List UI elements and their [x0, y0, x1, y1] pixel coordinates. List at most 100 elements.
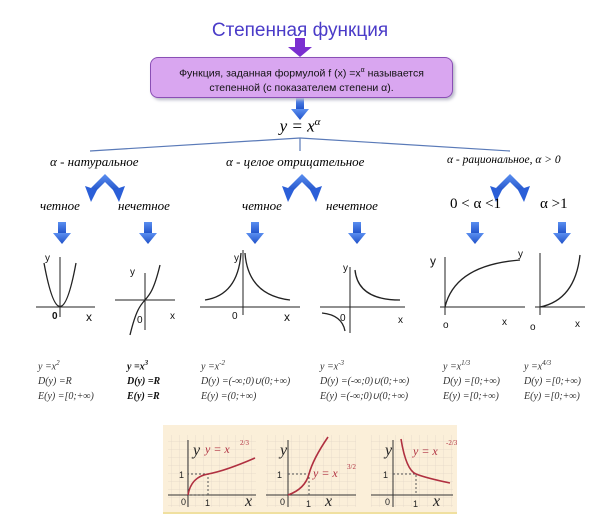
formula-domain: D(y) =(-∞;0)∪(0;+∞)	[320, 376, 410, 388]
ex2-one-y: 1	[277, 470, 282, 480]
main-formula: y = xα	[0, 116, 600, 137]
g3-origin: 0	[232, 311, 238, 322]
down-arrow-icon	[466, 222, 484, 244]
sub-odd: нечетное	[326, 198, 378, 213]
down-arrow-icon	[553, 222, 571, 244]
category-negative-integer: α - целое отрицательное	[226, 154, 365, 169]
formula-exp: -2	[219, 359, 225, 367]
ex3-formula: y = x	[412, 444, 438, 458]
down-arrow-icon	[53, 222, 71, 244]
formula-block-6: y =x4/3 D(y) =[0;+∞) E(y) =[0;+∞)	[524, 356, 581, 404]
down-arrow-icon	[246, 222, 264, 244]
page-title: Степенная функция	[211, 20, 389, 41]
down-arrow-icon	[139, 222, 157, 244]
g1-x-label: x	[86, 310, 92, 324]
example-3: y y = x -2/3 1 0 1 x	[371, 435, 458, 510]
g1-y-label: y	[45, 253, 50, 264]
main-formula-base: y = x	[279, 116, 315, 136]
ex2-x: x	[324, 493, 332, 510]
sub-alpha-between-0-1: 0 < α <1	[450, 196, 502, 212]
down-arrow-icon	[348, 222, 366, 244]
category-rational: α - рациональное, α > 0	[447, 154, 561, 166]
g4-y-label: y	[343, 263, 348, 274]
g4-x-label: x	[398, 315, 403, 326]
formula-exp: 4/3	[542, 359, 552, 367]
ex1-one-x: 1	[205, 498, 210, 508]
definition-line1: Функция, заданная формулой f (x) =x	[179, 67, 361, 80]
ex1-one-y: 1	[179, 470, 184, 480]
formula-range: E(y) =[0;+∞)	[443, 391, 499, 403]
formula-block-4: y =x-3 D(y) =(-∞;0)∪(0;+∞) E(y) =(-∞;0)∪…	[320, 356, 409, 404]
sub-even: четное	[242, 198, 282, 213]
formula-block-2: y =x3 D(y) =R E(y) =R	[127, 356, 160, 404]
formula-func: y =x	[38, 361, 57, 373]
formula-func: y =x	[127, 361, 145, 373]
formula-domain: D(y) =[0;+∞)	[524, 376, 581, 388]
formula-block-1: y =x2 D(y) =R E(y) =[0;+∞)	[38, 356, 94, 404]
formula-range: E(y) =R	[127, 391, 160, 403]
g4-origin: 0	[340, 313, 346, 324]
category-natural: α - натуральное	[50, 154, 139, 169]
ex2-formula: y = x	[312, 466, 338, 480]
ex1-x: x	[244, 493, 252, 510]
definition-tail: называется	[364, 67, 424, 80]
ex3-origin: 0	[385, 497, 390, 507]
formula-domain: D(y) =(-∞;0)∪(0;+∞)	[201, 376, 291, 388]
g6-y-label: y	[518, 249, 523, 260]
ex2-one-x: 1	[306, 499, 311, 509]
formula-exp: 1/3	[461, 359, 471, 367]
formula-domain: D(y) =R	[38, 376, 72, 388]
connectors	[53, 38, 571, 244]
examples-panel: y y = x 2/3 1 0 1 x y y = x 3/2 1 0 1 x	[163, 425, 458, 514]
g5-y-label: y	[430, 254, 436, 268]
formula-domain: D(y) =[0;+∞)	[443, 376, 500, 388]
sub-even: четное	[40, 198, 80, 213]
formula-exp: 3	[144, 359, 149, 367]
ex2-origin: 0	[280, 497, 285, 507]
formula-exp: -3	[338, 359, 344, 367]
sub-odd: нечетное	[118, 198, 170, 213]
g5-x-label: x	[502, 317, 507, 328]
ex3-exp: -2/3	[446, 439, 457, 447]
ex1-origin: 0	[181, 497, 186, 507]
g2-x-label: x	[170, 311, 175, 322]
definition-exponent: α	[360, 67, 365, 74]
ex1-exp: 2/3	[240, 439, 249, 447]
arrow-title-to-box	[288, 38, 312, 57]
definition-box: Функция, заданная формулой f (x) =xα наз…	[150, 57, 453, 98]
g1-origin: 0	[52, 311, 58, 322]
example-graphs: y y = x 2/3 1 0 1 x y y = x 3/2 1 0 1 x	[168, 435, 458, 510]
formula-func: y =x	[320, 361, 339, 373]
split-arrow-icon	[282, 174, 322, 202]
formula-func: y =x	[524, 361, 543, 373]
g6-x-label: x	[575, 319, 580, 330]
ex3-one-y: 1	[383, 470, 388, 480]
graphs: y x 0 y x 0 y x 0 y x 0 y x o y x o	[36, 249, 585, 336]
g3-y-label: y	[234, 253, 239, 264]
g6-origin: o	[530, 322, 536, 333]
example-2: y y = x 3/2 1 0 1 x	[266, 435, 356, 510]
ex1-formula: y = x	[204, 442, 230, 456]
ex3-one-x: 1	[413, 499, 418, 509]
formula-exp: 2	[56, 359, 60, 367]
formula-func: y =x	[201, 361, 220, 373]
g2-y-label: y	[130, 267, 135, 278]
ex3-x: x	[432, 493, 440, 510]
example-1: y y = x 2/3 1 0 1 x	[168, 435, 256, 510]
definition-line2: степенной (с показателем степени α).	[209, 81, 394, 94]
g2-origin: 0	[137, 315, 143, 326]
ex2-y: y	[278, 442, 288, 459]
formula-block-5: y =x1/3 D(y) =[0;+∞) E(y) =[0;+∞)	[443, 356, 500, 404]
g3-x-label: x	[284, 310, 290, 324]
formula-range: E(y) =(0;+∞)	[201, 391, 257, 403]
ex1-y: y	[191, 442, 201, 459]
ex3-y: y	[383, 442, 393, 459]
formula-range: E(y) =[0;+∞)	[524, 391, 580, 403]
formula-func: y =x	[443, 361, 462, 373]
formula-block-3: y =x-2 D(y) =(-∞;0)∪(0;+∞) E(y) =(0;+∞)	[201, 356, 290, 404]
sub-alpha-gt-1: α >1	[540, 196, 568, 212]
formula-domain: D(y) =R	[127, 376, 161, 388]
ex2-exp: 3/2	[347, 463, 356, 471]
g5-origin: o	[443, 320, 449, 331]
